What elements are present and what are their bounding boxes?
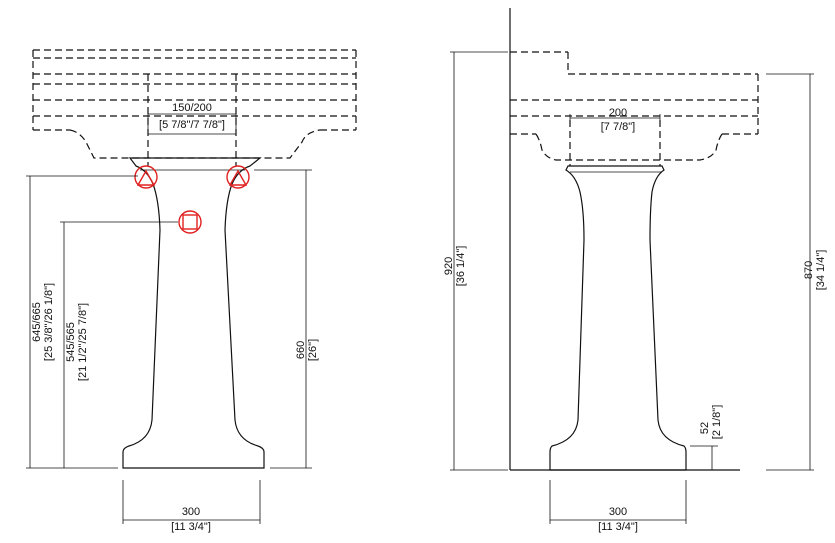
front-base-width-inches: [11 3/4"]: [171, 521, 211, 533]
overall-height-inches: [36 1/4"]: [455, 246, 467, 287]
base-height-value: 52: [699, 422, 711, 434]
rim-height-inches: [26"]: [307, 339, 319, 361]
side-base-width-value: 300: [609, 506, 627, 518]
front-base-width-dimension: 300 [11 3/4"]: [122, 480, 261, 533]
faucet-spread-value: 150/200: [172, 102, 212, 114]
pedestal-depth-inches: [7 7/8"]: [601, 121, 635, 133]
supply-valve-icon: [226, 165, 250, 189]
front-pedestal-outline: [122, 157, 265, 469]
overall-height-dimension: 920 [36 1/4"]: [443, 51, 508, 471]
drain-outlet-icon: [178, 210, 202, 234]
side-base-width-dimension: 300 [11 3/4"]: [549, 480, 687, 533]
side-basin-outline: [510, 51, 759, 166]
pedestal-depth-dimension: 200 [7 7/8"]: [569, 107, 661, 133]
supply-height-value: 645/665: [31, 302, 43, 342]
supply-height-inches: [25 3/8"/26 1/8"]: [43, 283, 55, 361]
drain-height-inches: [21 1/2"/25 7/8"]: [77, 303, 89, 381]
basin-height-value: 870: [803, 261, 815, 279]
drain-height-value: 545/565: [65, 322, 77, 362]
side-view: 200 [7 7/8"] 920 [36 1/4"] 870 [34 1/4"]…: [443, 8, 827, 533]
pedestal-depth-value: 200: [609, 107, 627, 119]
drain-height-dimension: 545/565 [21 1/2"/25 7/8"]: [60, 221, 178, 468]
rim-height-value: 660: [295, 341, 307, 359]
front-base-width-value: 300: [182, 506, 200, 518]
rim-height-dimension: 660 [26"]: [254, 169, 319, 469]
side-base-width-inches: [11 3/4"]: [598, 521, 638, 533]
front-view: 150/200 [5 7/8"/7 7/8"] 645/665 [25 3/8"…: [26, 49, 357, 533]
supply-valve-icon: [134, 165, 158, 189]
side-pedestal-outline: [549, 165, 687, 471]
base-height-inches: [2 1/8"]: [711, 405, 723, 439]
basin-height-dimension: 870 [34 1/4"]: [766, 73, 827, 471]
base-height-dimension: 52 [2 1/8"]: [690, 405, 723, 470]
basin-height-inches: [34 1/4"]: [815, 250, 827, 291]
supply-height-dimension: 645/665 [25 3/8"/26 1/8"]: [26, 175, 138, 469]
faucet-spread-dimension: 150/200 [5 7/8"/7 7/8"]: [147, 102, 237, 136]
overall-height-value: 920: [443, 257, 455, 275]
faucet-spread-inches: [5 7/8"/7 7/8"]: [159, 119, 225, 131]
